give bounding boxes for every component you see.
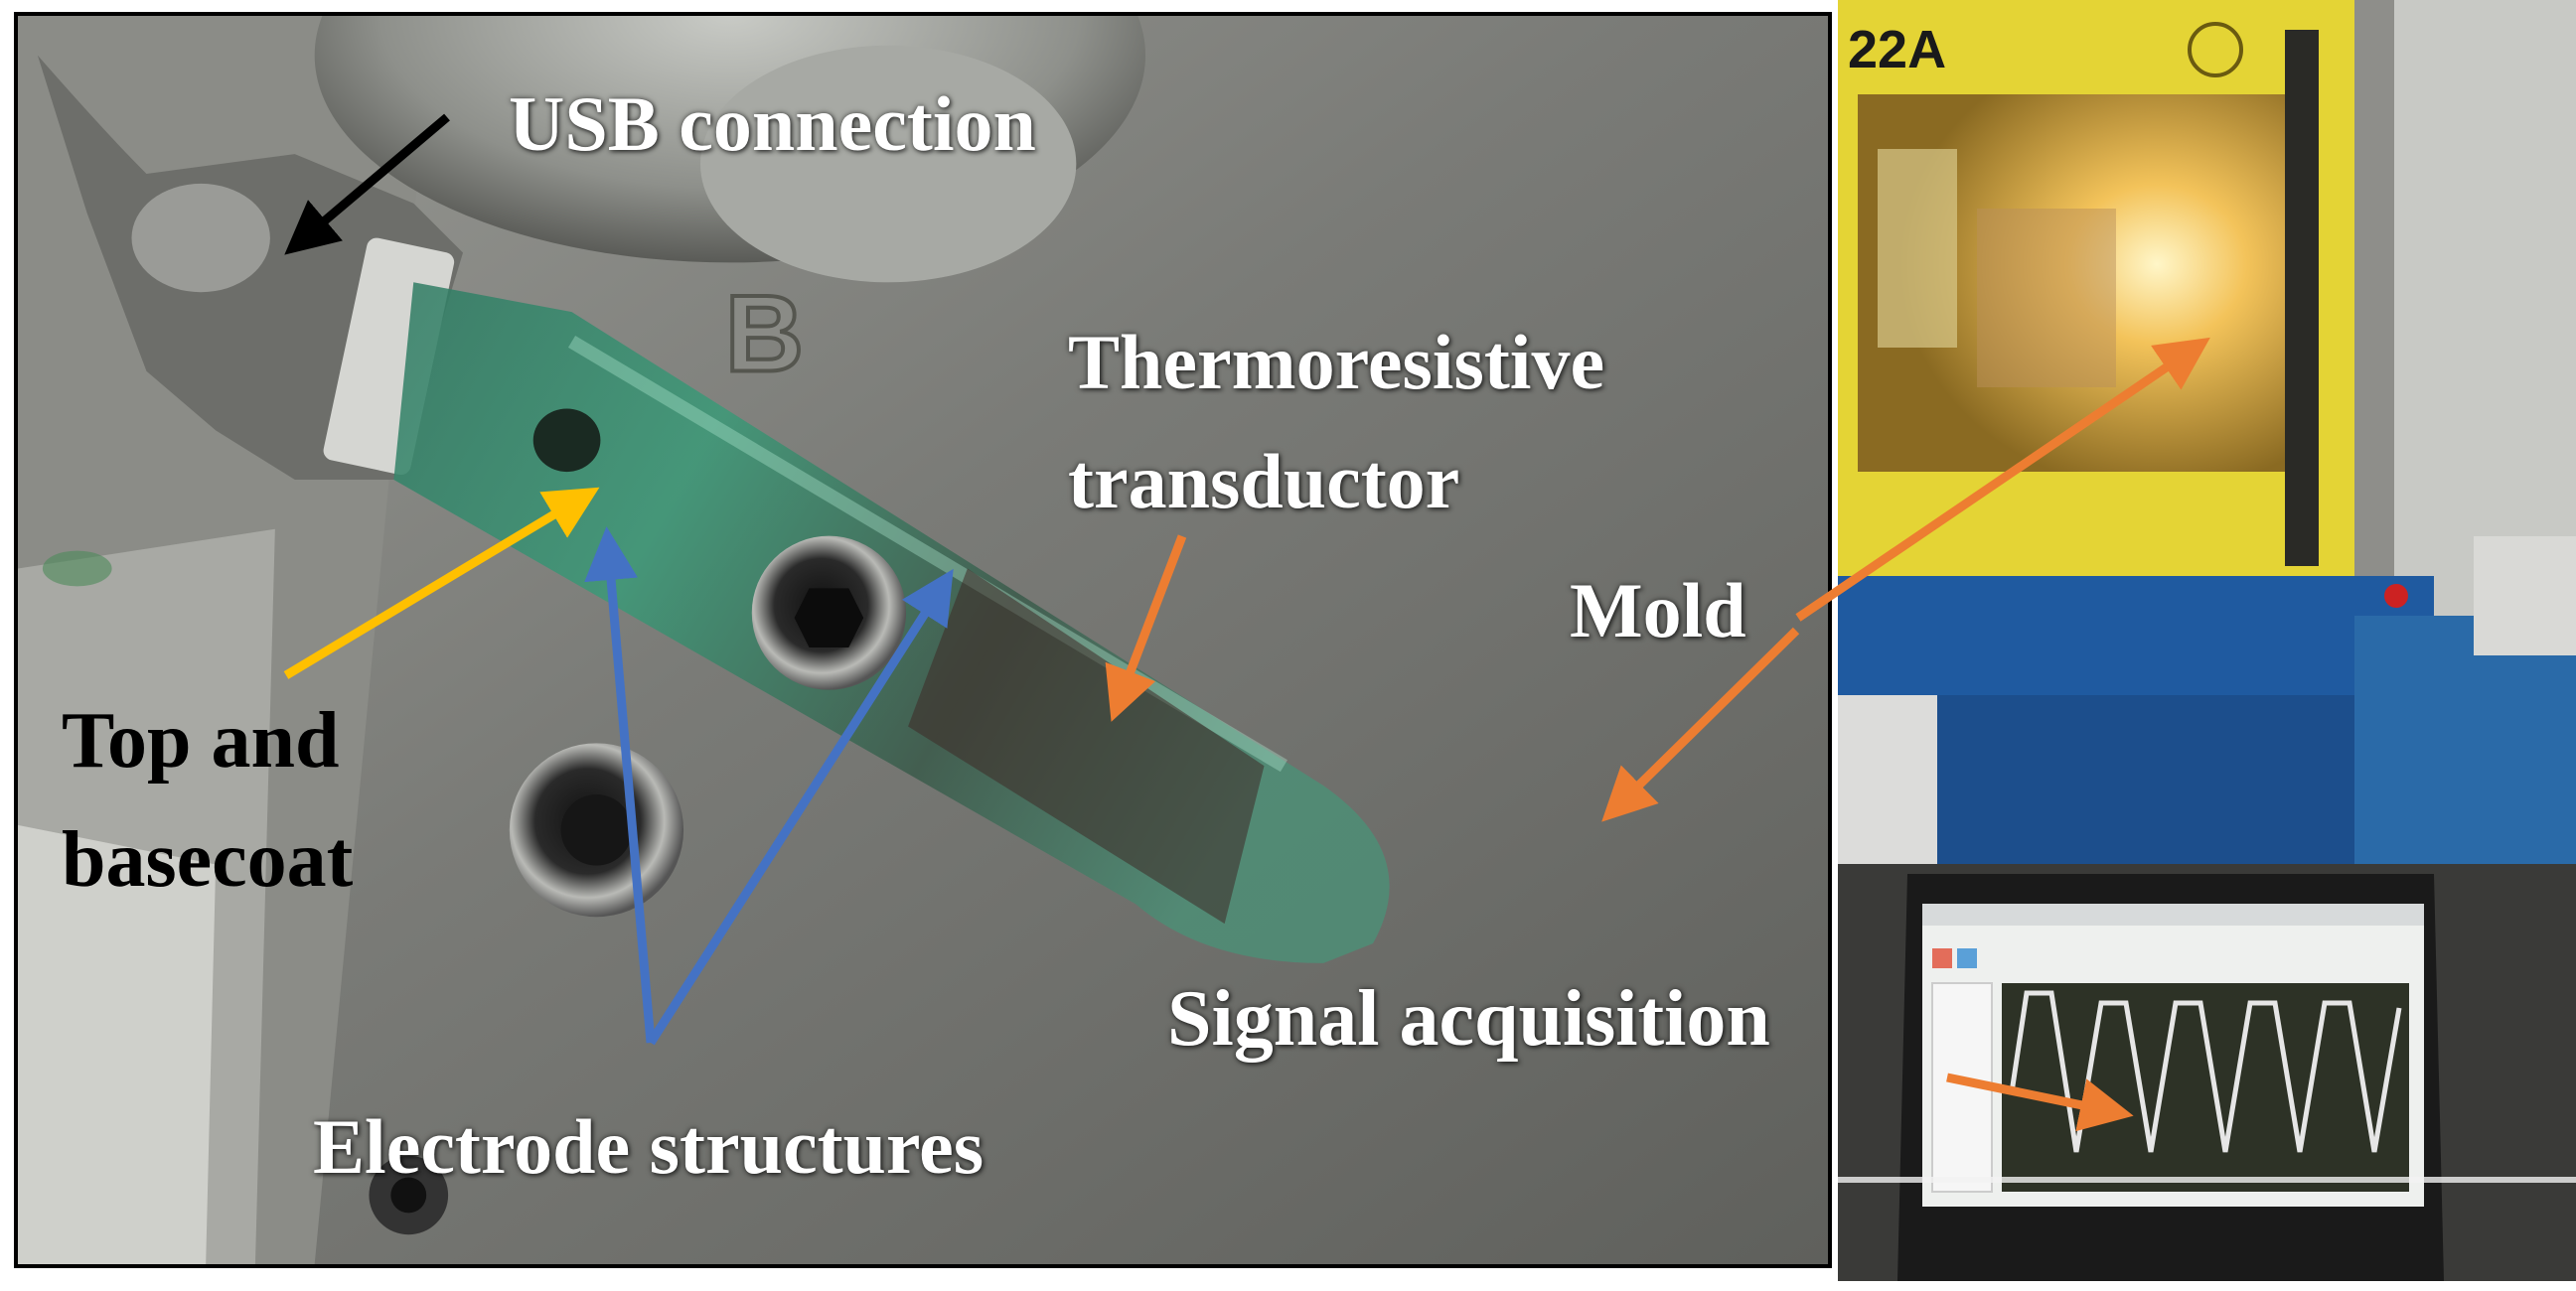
usb-connection-label: USB connection: [509, 80, 1036, 167]
injection-machine-photo: 22A: [1838, 0, 2576, 1281]
thermoresistive-label-line2: transductor: [1068, 438, 1460, 524]
machine-model-label: 22A: [1848, 20, 1946, 79]
mold-label: Mold: [1570, 567, 1746, 653]
sensor-mold-photo: B: [14, 12, 1832, 1268]
thermoresistive-label-line1: Thermoresistive: [1068, 319, 1605, 405]
mold-letter-b: B: [725, 274, 804, 395]
injection-machine-photo-art: 22A: [1838, 0, 2576, 1281]
top-basecoat-label-line1: Top and: [62, 697, 340, 785]
electrode-structures-label: Electrode structures: [313, 1103, 985, 1190]
top-basecoat-label-line2: basecoat: [62, 816, 354, 904]
sensor-mold-photo-art: B: [18, 16, 1828, 1264]
signal-acquisition-label: Signal acquisition: [1167, 975, 1770, 1063]
